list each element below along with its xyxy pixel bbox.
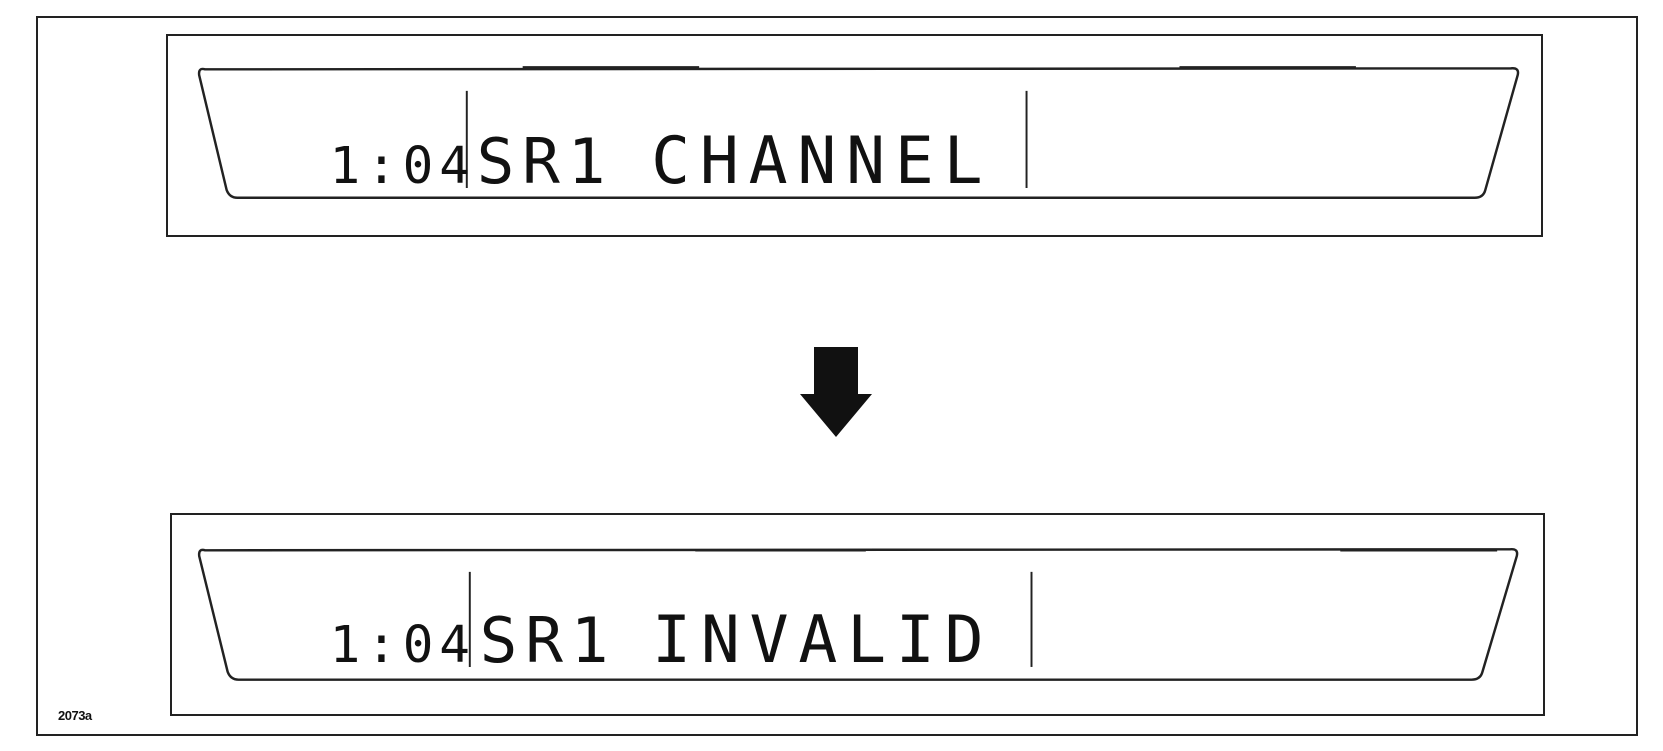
lcd-time: 1:04 [330,616,476,675]
lcd-window: 1:04 SR1 INVALID [197,547,1519,681]
lcd-message: CHANNEL [651,124,992,199]
radio-display-after: 1:04 SR1 INVALID [170,513,1545,716]
figure-id-label: 2073a [58,708,92,723]
lcd-message: INVALID [652,603,993,678]
down-arrow-icon [800,347,872,437]
lcd-source: SR1 [480,604,617,677]
lcd-source: SR1 [477,125,614,198]
radio-display-before: 1:04 SR1 CHANNEL [166,34,1543,237]
lcd-window: 1:04 SR1 CHANNEL [197,66,1520,199]
lcd-time: 1:04 [330,137,476,196]
